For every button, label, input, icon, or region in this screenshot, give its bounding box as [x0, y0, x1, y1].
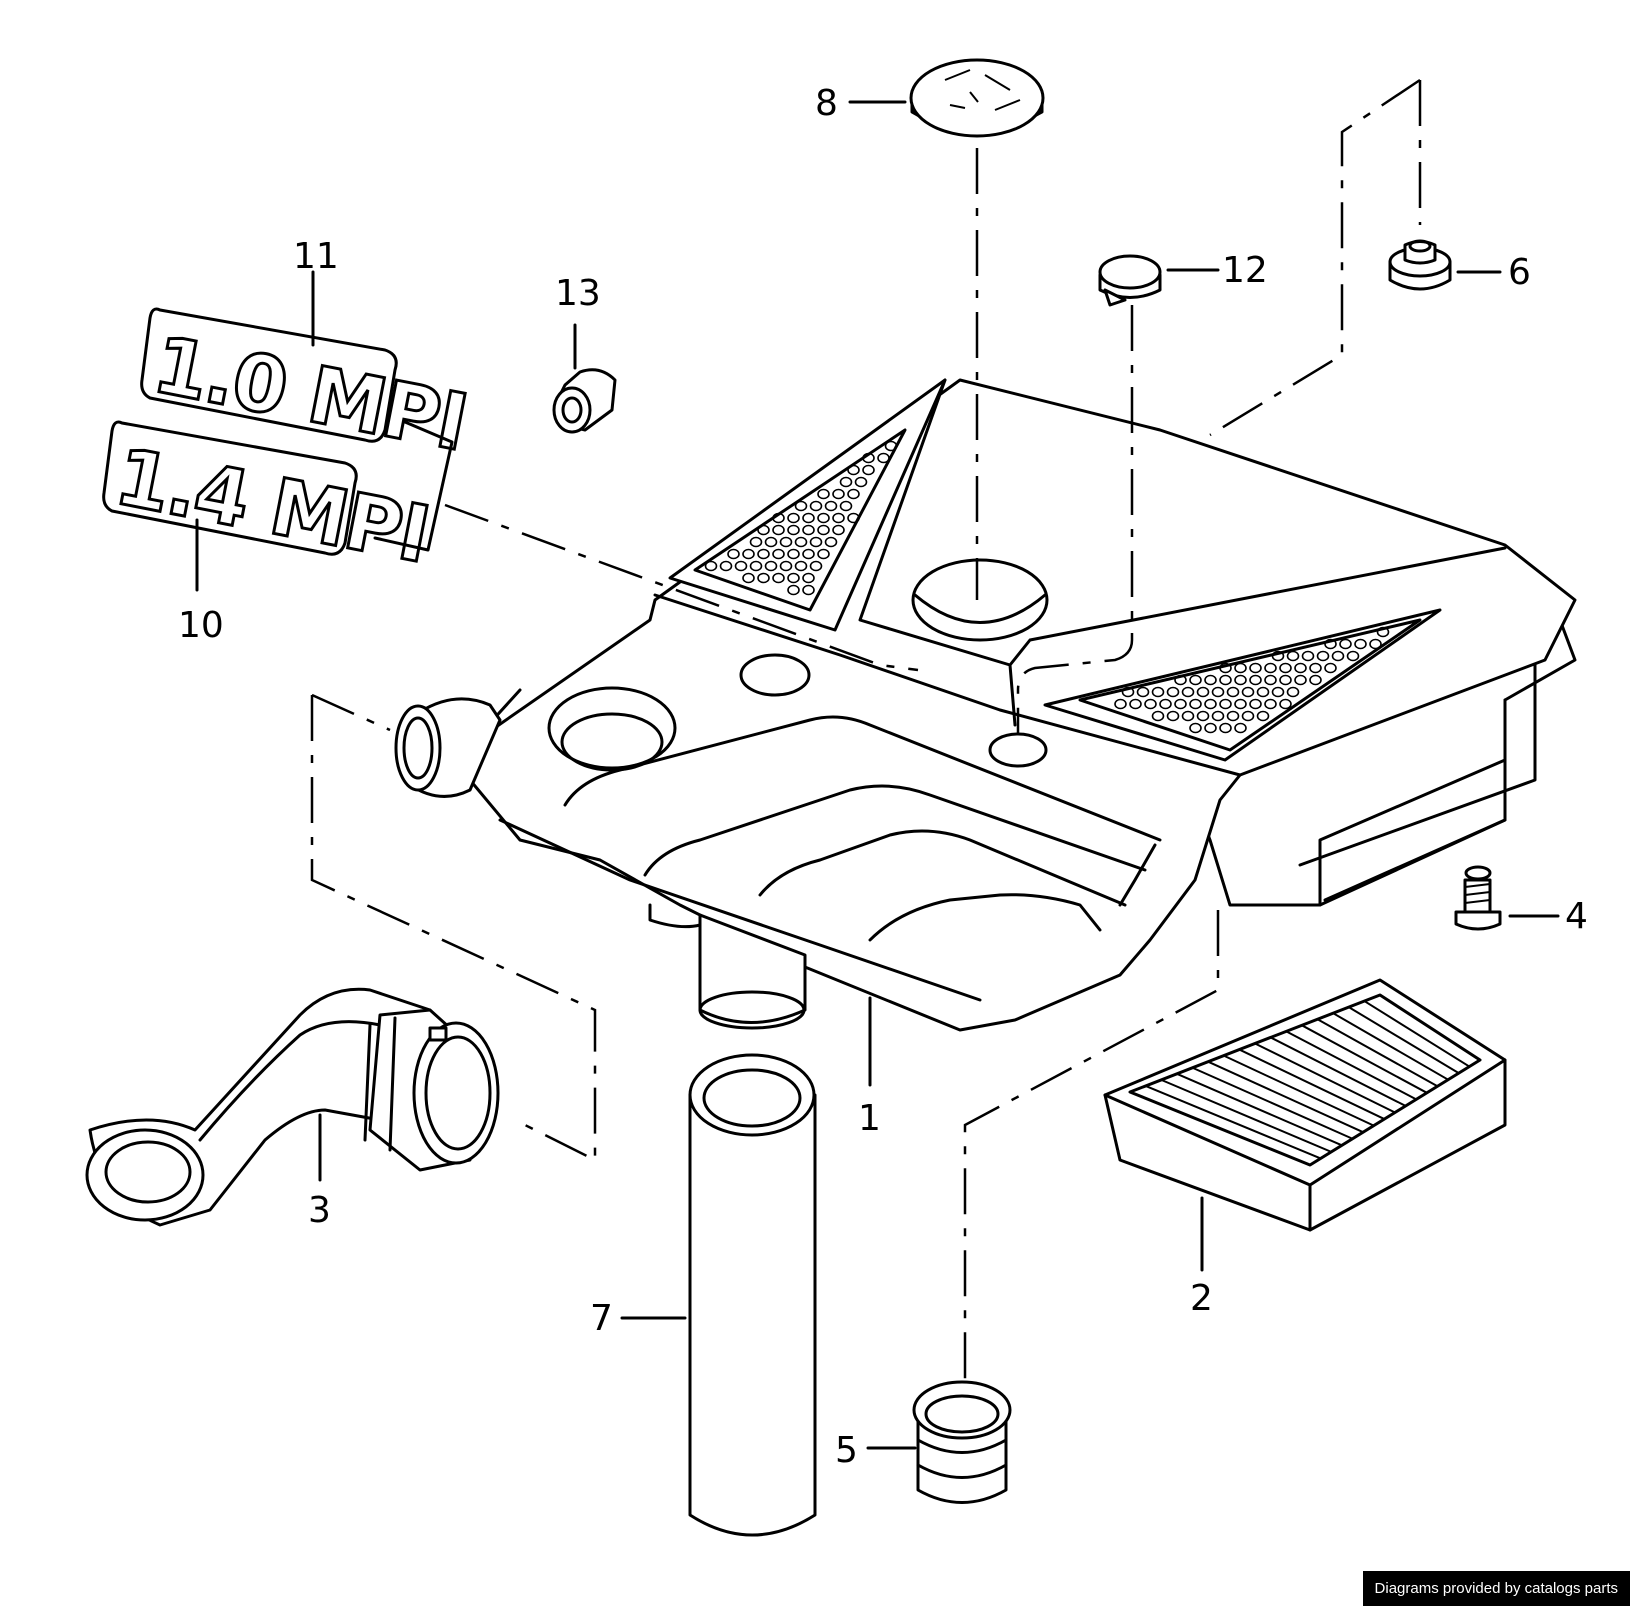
callout-8: 8 [815, 83, 838, 124]
callout-3: 3 [308, 1190, 331, 1231]
callout-12: 12 [1222, 250, 1268, 291]
part-5-grommet-sleeve[interactable] [912, 1380, 1012, 1504]
callout-2: 2 [1190, 1278, 1213, 1319]
part-7-tube[interactable] [688, 1053, 817, 1537]
callout-labels: 8 11 13 12 6 10 4 1 3 2 7 5 [178, 83, 1588, 1471]
callout-11: 11 [293, 236, 339, 277]
part-8-cap[interactable] [909, 58, 1045, 138]
callout-10: 10 [178, 605, 224, 646]
callout-6: 6 [1508, 252, 1531, 293]
callout-1: 1 [858, 1098, 881, 1139]
callout-7: 7 [590, 1298, 613, 1339]
part-13-sleeve[interactable] [552, 368, 617, 434]
assembly-lines [310, 78, 1422, 1380]
callout-13: 13 [555, 273, 601, 314]
part-2-filter-element[interactable] [1103, 978, 1507, 1232]
housing-grille-right [1114, 626, 1390, 734]
part-1-air-filter-housing[interactable] [394, 378, 1577, 1032]
part-3-intake-elbow[interactable] [85, 987, 500, 1227]
part-12-plug[interactable] [1098, 254, 1162, 307]
callout-4: 4 [1565, 896, 1588, 937]
callout-5: 5 [835, 1430, 858, 1471]
part-4-screw[interactable] [1454, 865, 1502, 931]
part-6-rubber-mount[interactable] [1388, 239, 1452, 291]
housing-grille-left [704, 440, 898, 596]
credit-badge: Diagrams provided by catalogs parts [1362, 1571, 1630, 1606]
leader-lines [195, 100, 1560, 1450]
